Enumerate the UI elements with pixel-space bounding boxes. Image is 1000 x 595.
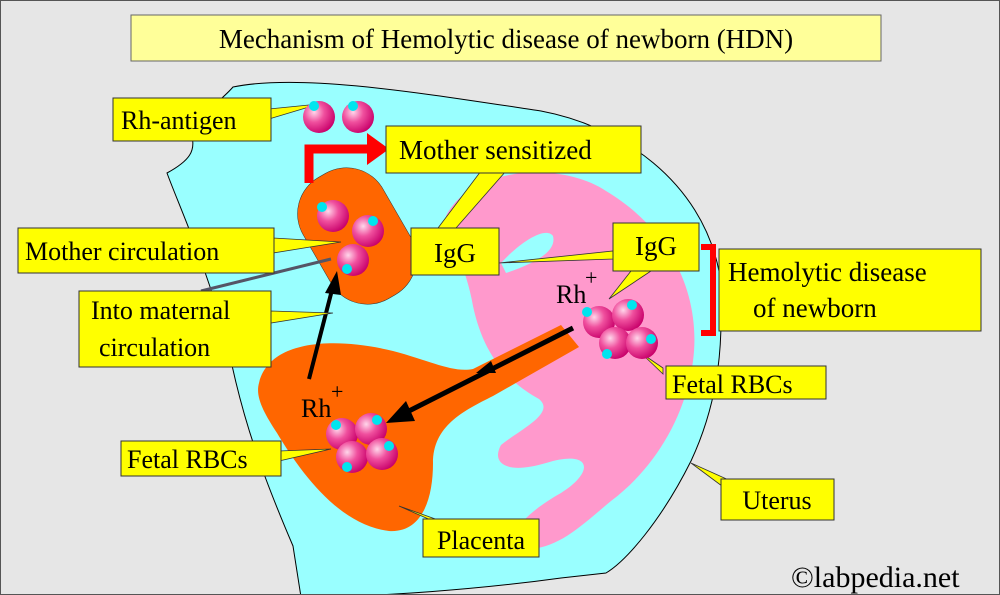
red-blood-cell — [336, 441, 368, 473]
sensitization-arrow — [304, 133, 389, 183]
red-blood-cell — [337, 244, 369, 276]
title-text: Mechanism of Hemolytic disease of newbor… — [219, 24, 793, 54]
rh-antigen-text: Rh-antigen — [121, 106, 237, 135]
label-into-maternal: Into maternal circulation — [78, 290, 272, 368]
label-fetal-rbcs-right: Fetal RBCs — [665, 365, 827, 400]
fetus-gap — [501, 232, 554, 273]
uterus-text: Uterus — [742, 486, 811, 515]
rh-plus-fetal: + — [585, 265, 597, 290]
label-uterus: Uterus — [720, 478, 835, 521]
placenta-shape — [258, 325, 579, 532]
rh-antigen-dot — [582, 307, 592, 317]
into-maternal-line1: Into maternal — [91, 296, 230, 325]
red-blood-cell — [366, 438, 398, 470]
rh-antigen-dot — [317, 202, 327, 212]
copyright-text: ©labpedia.net — [791, 561, 960, 594]
rh-antigen-dot — [646, 334, 656, 344]
rh-antigen-dot — [372, 415, 382, 425]
rh-antigen-dot — [331, 420, 341, 430]
label-fetal-rbcs-left: Fetal RBCs — [120, 440, 282, 477]
label-rh-antigen: Rh-antigen — [112, 97, 272, 142]
igg-left-text: IgG — [434, 238, 476, 268]
label-igg-right: IgG — [612, 222, 700, 272]
label-mother-circulation: Mother circulation — [17, 227, 275, 274]
rh-antigen-dot — [602, 349, 612, 359]
rh-antigen-dot — [348, 101, 358, 111]
igg-right-text: IgG — [635, 231, 677, 261]
label-hdn: Hemolytic disease of newborn — [718, 248, 982, 332]
fetal-rbcs-left-text: Fetal RBCs — [127, 445, 248, 474]
placenta-text: Placenta — [437, 526, 526, 555]
label-placenta: Placenta — [422, 518, 540, 558]
into-maternal-arrow — [307, 271, 341, 380]
rh-antigen-dot — [627, 300, 637, 310]
rh-antigen-dot — [309, 101, 319, 111]
rh-antigen-dot — [368, 216, 378, 226]
title-box — [130, 14, 882, 62]
rh-positive-placenta: Rh — [301, 394, 331, 423]
red-blood-cell — [303, 101, 335, 133]
hdn-line1: Hemolytic disease — [728, 257, 927, 287]
rh-plus-placenta: + — [331, 379, 343, 404]
mother-sensitized-text: Mother sensitized — [399, 135, 592, 165]
mother-circulation-text: Mother circulation — [25, 237, 219, 266]
label-mother-sensitized: Mother sensitized — [385, 125, 642, 174]
rh-antigen-dot — [342, 462, 352, 472]
red-blood-cell — [352, 215, 384, 247]
into-maternal-line2: circulation — [99, 333, 210, 362]
rbc-group — [303, 101, 658, 473]
hdn-line2: of newborn — [753, 293, 877, 323]
rh-positive-fetal: Rh — [556, 280, 586, 309]
rh-antigen-dot — [342, 264, 352, 274]
fetal-to-placenta-arrow — [386, 325, 575, 423]
hdn-bracket — [701, 244, 716, 336]
label-igg-left: IgG — [410, 227, 500, 276]
red-blood-cell — [342, 101, 374, 133]
fetal-rbcs-right-text: Fetal RBCs — [672, 370, 793, 399]
rh-antigen-dot — [384, 441, 394, 451]
mother-circulation-connector — [200, 257, 332, 293]
